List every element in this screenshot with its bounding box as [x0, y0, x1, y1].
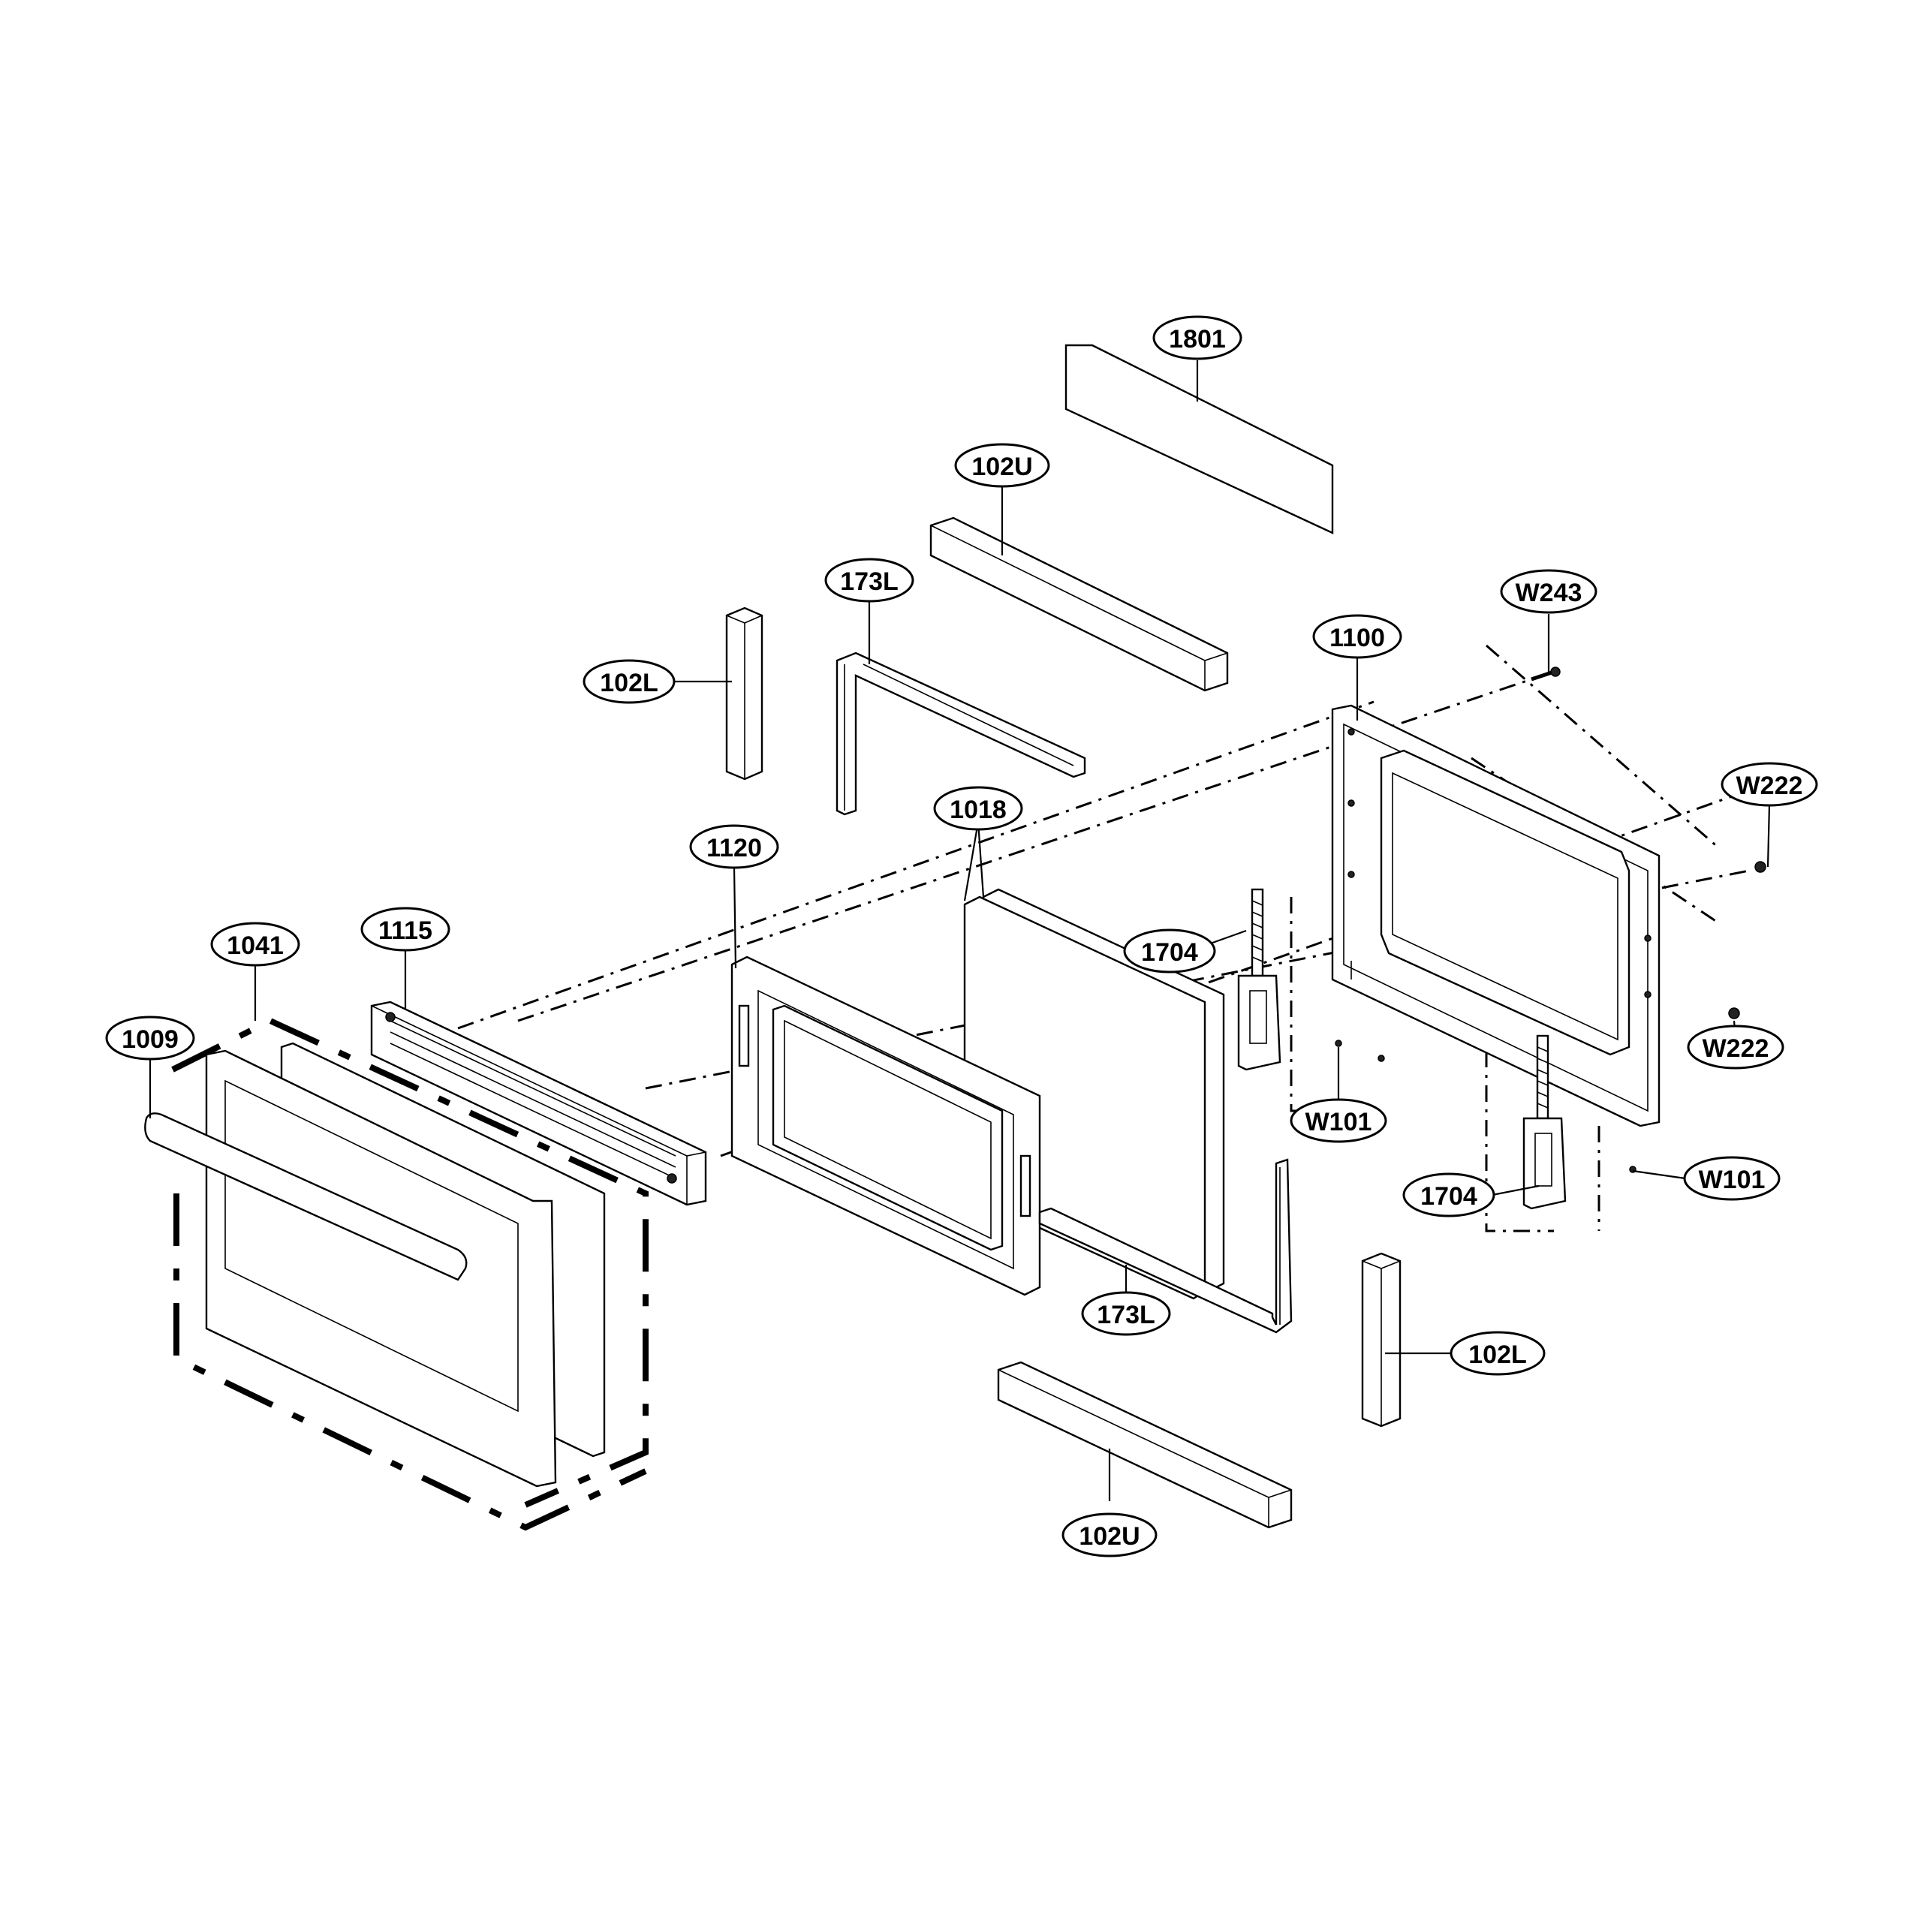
part-1115-vent-trim	[370, 1001, 707, 1206]
part-1801-panel	[1064, 344, 1334, 534]
part-W101-screws	[1335, 1040, 1636, 1173]
part-1100-inner-door-frame	[1331, 704, 1661, 1127]
callout-1801: 1801	[1152, 315, 1242, 360]
svg-text:1041: 1041	[227, 931, 284, 960]
part-173L-bottom-bracket	[1038, 1158, 1293, 1334]
part-W222-screws	[1728, 861, 1766, 1019]
svg-text:173L: 173L	[840, 567, 899, 596]
callout-W101-left: W101	[1290, 1098, 1387, 1143]
svg-text:1018: 1018	[950, 796, 1007, 824]
svg-text:W222: W222	[1703, 1034, 1769, 1063]
callout-1041: 1041	[210, 922, 300, 967]
part-W243-screw	[1531, 667, 1561, 682]
part-102U-bottom-bar	[997, 1361, 1293, 1529]
svg-text:1704: 1704	[1420, 1182, 1477, 1211]
svg-text:1120: 1120	[706, 834, 762, 862]
callout-173L-top: 173L	[824, 558, 914, 603]
callout-W101-right: W101	[1683, 1156, 1781, 1201]
callout-1704-top: 1704	[1123, 928, 1216, 974]
part-1120-middle-frame	[730, 955, 1041, 1296]
svg-text:1115: 1115	[378, 916, 432, 945]
part-173L-top-bracket	[836, 652, 1086, 816]
svg-text:1009: 1009	[122, 1025, 179, 1054]
callout-1115: 1115	[360, 907, 450, 952]
callout-102L-top: 102L	[583, 659, 676, 704]
callout-1120: 1120	[689, 824, 779, 869]
callout-102U-top: 102U	[954, 443, 1050, 488]
part-1009-outer-door	[144, 1049, 647, 1531]
part-1704-hinge-left	[1237, 888, 1281, 1071]
callout-102L-bottom: 102L	[1450, 1331, 1546, 1376]
part-102L-top-bar	[725, 606, 763, 781]
svg-text:102U: 102U	[971, 453, 1032, 481]
svg-text:102L: 102L	[600, 669, 658, 697]
svg-text:W243: W243	[1516, 579, 1582, 607]
callout-1704-bottom: 1704	[1402, 1172, 1495, 1217]
callout-W222-top: W222	[1721, 762, 1818, 807]
part-102L-bottom-bar	[1361, 1252, 1402, 1428]
callout-W222-bottom: W222	[1687, 1025, 1784, 1070]
callout-1018: 1018	[933, 786, 1023, 831]
svg-text:102U: 102U	[1079, 1522, 1140, 1551]
callout-1100: 1100	[1312, 614, 1402, 659]
svg-text:1704: 1704	[1141, 938, 1198, 967]
part-102U-top-bar	[929, 516, 1229, 692]
svg-text:173L: 173L	[1097, 1301, 1155, 1329]
svg-text:W222: W222	[1736, 772, 1803, 800]
svg-text:W101: W101	[1699, 1166, 1766, 1194]
part-1704-hinge-right	[1522, 1034, 1567, 1210]
leader-lines	[149, 360, 1771, 1501]
svg-text:1801: 1801	[1169, 325, 1226, 354]
svg-text:W101: W101	[1305, 1108, 1372, 1136]
svg-text:102L: 102L	[1468, 1341, 1527, 1369]
callout-102U-bottom: 102U	[1061, 1512, 1158, 1557]
svg-text:1100: 1100	[1329, 624, 1385, 652]
callout-W243: W243	[1500, 569, 1597, 614]
callout-1009: 1009	[105, 1016, 195, 1061]
callout-173L-bottom: 173L	[1081, 1291, 1171, 1336]
